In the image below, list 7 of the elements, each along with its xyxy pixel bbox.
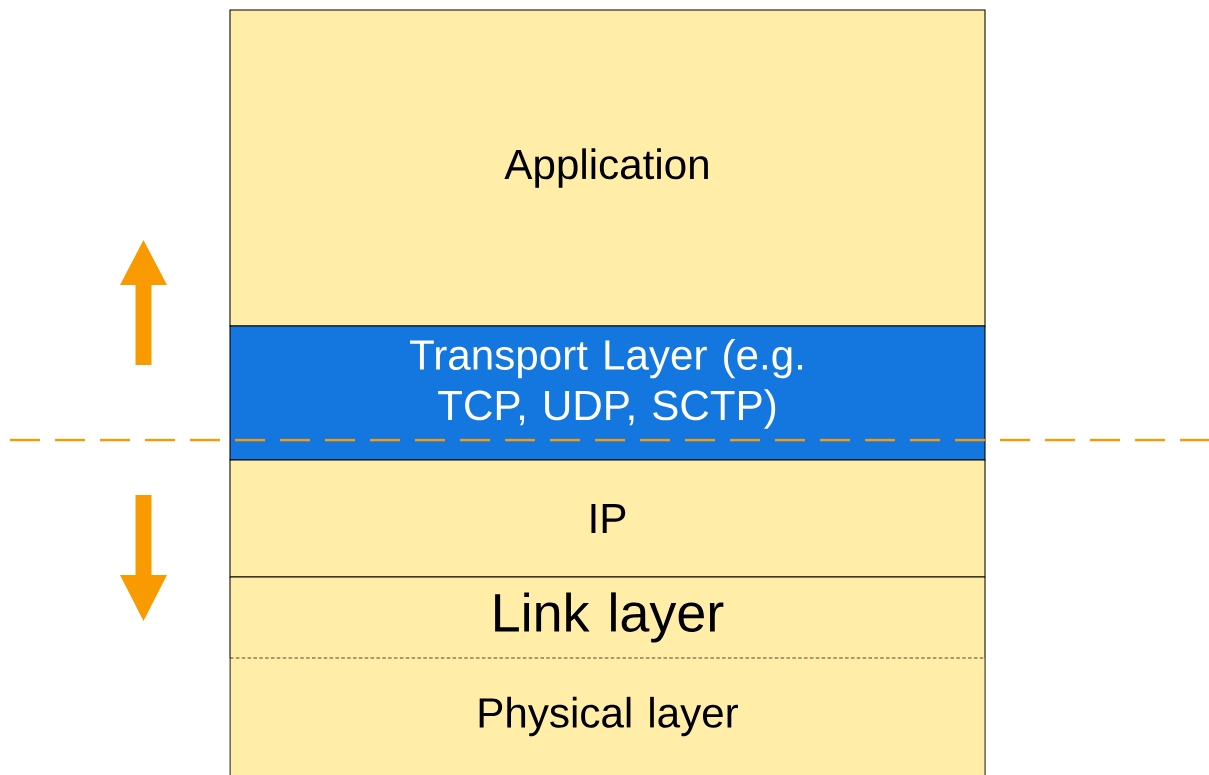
node-label: Link layer: [495, 592, 724, 643]
layer-box: IP: [229, 459, 986, 578]
node-label: Physical layer: [479, 696, 738, 737]
layer-box: Link layer: [229, 576, 986, 659]
layer-box: Transport Layer (e.g. TCP, UDP, SCTP): [229, 325, 986, 461]
layer-box: Physical layer: [229, 657, 986, 775]
layer-box: Application: [229, 9, 986, 327]
